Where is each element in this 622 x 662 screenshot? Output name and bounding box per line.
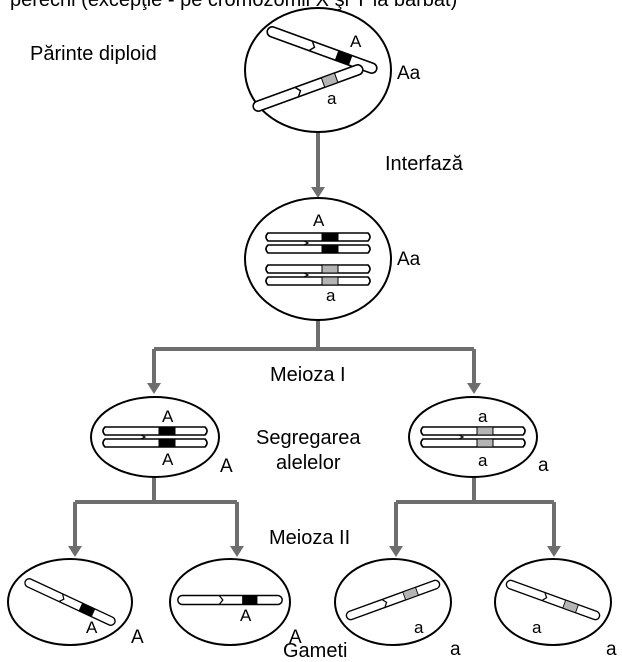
meiosis1-dominant-allele-top: A	[162, 407, 174, 426]
meiosis1-recessive-allele-bottom: a	[478, 451, 488, 470]
parent-genotype-label: Aa	[397, 63, 421, 84]
parent-diploid-label: Părinte diploid	[30, 43, 157, 65]
meiosis1-dominant-genotype: A	[220, 456, 233, 477]
gamete-4: a	[495, 559, 611, 645]
gamete-3: a	[335, 559, 451, 645]
meiosis-2-label: Meioza II	[269, 527, 350, 549]
meiosis1-cell-dominant: A A	[91, 397, 219, 477]
meiosis-1-label: Meioza I	[270, 364, 346, 386]
interphase-label: Interfază	[385, 153, 464, 175]
gamete-3-genotype: a	[450, 639, 461, 660]
replicated-allele-dominant: A	[313, 211, 325, 230]
replicated-cell: A a	[245, 198, 391, 320]
segregation-label-line1: Segregarea	[256, 427, 361, 449]
gamete-1-genotype: A	[131, 627, 144, 648]
gamete-1: A	[8, 559, 132, 645]
gamete-4-genotype: a	[606, 639, 617, 660]
gamete-4-allele: a	[532, 618, 542, 637]
parent-allele-dominant: A	[350, 32, 362, 51]
gamete-2: A	[170, 559, 290, 645]
meiosis1-recessive-allele-top: a	[478, 407, 488, 426]
meiosis1-recessive-genotype: a	[538, 455, 549, 476]
meiosis1-cell-recessive: a a	[409, 397, 537, 477]
replicated-allele-recessive: a	[326, 286, 336, 305]
gamete-3-allele: a	[414, 618, 424, 637]
meiosis1-dominant-allele-bottom: A	[162, 450, 174, 469]
parent-cell: A a	[245, 8, 391, 132]
parent-allele-recessive: a	[327, 89, 337, 108]
header-text: perechi (excepţie - pe cromozomii X şi Y…	[10, 0, 457, 11]
replicated-genotype-label: Aa	[397, 249, 421, 270]
connector-lines	[68, 132, 561, 557]
gamete-2-allele: A	[240, 606, 252, 625]
gametes-label: Gameti	[283, 640, 347, 662]
segregation-label-line2: alelelor	[276, 452, 341, 474]
gamete-1-allele: A	[86, 618, 98, 637]
